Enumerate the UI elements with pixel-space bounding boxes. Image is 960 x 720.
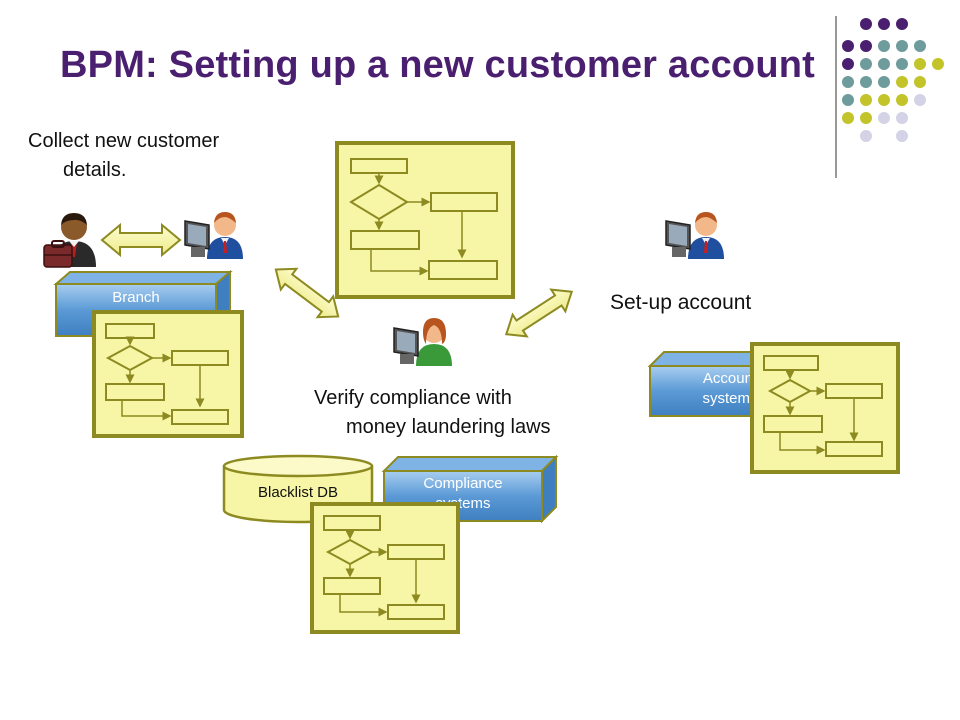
double-arrow-icon [274, 267, 340, 319]
user-computer-icon [665, 212, 724, 259]
double-arrow-icon [504, 288, 574, 338]
process-flowchart [335, 141, 515, 299]
decorative-dot-grid [835, 16, 944, 178]
collect-line-2: details. [63, 159, 127, 181]
verify-line-2: money laundering laws [346, 416, 551, 438]
compliance-line-1: Compliance [423, 475, 503, 492]
page-title: BPM: Setting up a new customer account [60, 44, 816, 86]
compliance-flowchart [310, 502, 460, 634]
account-line-2: systems [702, 390, 758, 407]
account-flowchart [750, 342, 900, 474]
collect-line-1: Collect new customer [28, 130, 220, 152]
user-computer-icon [393, 318, 452, 366]
verify-line-1: Verify compliance with [314, 387, 512, 409]
branch-flowchart [92, 310, 244, 438]
user-computer-icon [184, 212, 243, 259]
verify-compliance-label: Verify compliance with money laundering … [314, 384, 551, 442]
account-system-label: Account systems [650, 369, 810, 409]
collect-details-label: Collect new customer details. [28, 127, 219, 185]
setup-account-label: Set-up account [610, 291, 752, 314]
manager-icon [43, 213, 96, 268]
double-arrow-icon [100, 222, 182, 258]
branch-system-label: Branch [112, 289, 160, 306]
blacklist-db-label: Blacklist DB [257, 484, 339, 501]
account-line-1: Account [702, 370, 758, 387]
